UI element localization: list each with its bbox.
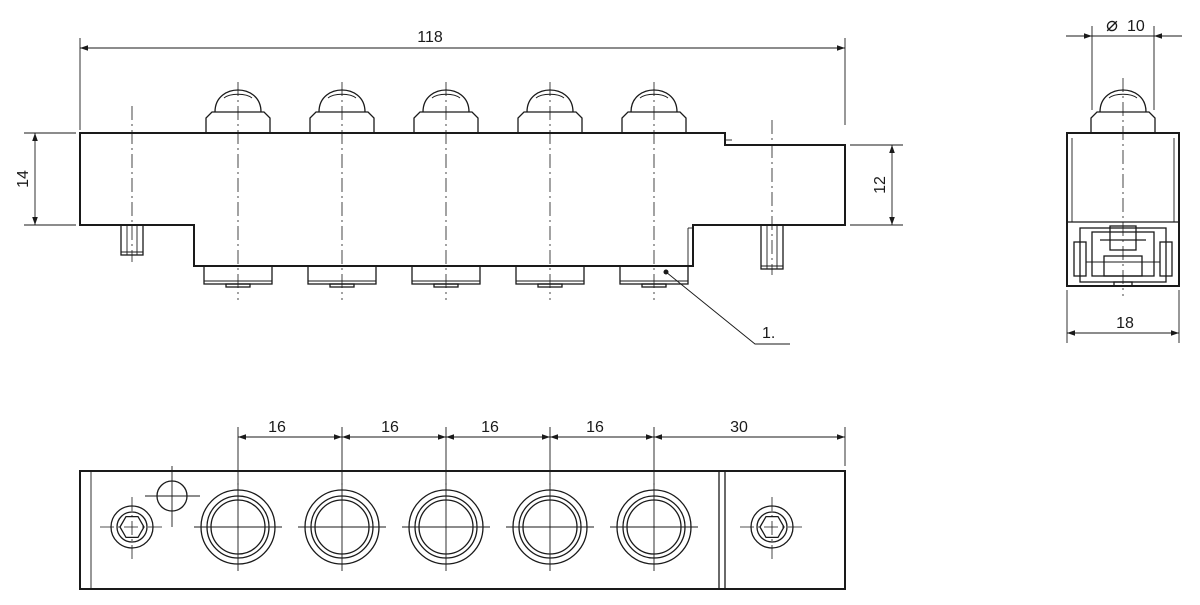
dim-pitch-4: 16 xyxy=(586,419,604,436)
plunger-top xyxy=(193,482,283,572)
dim-right-height: 12 xyxy=(872,176,889,194)
dim-pitch-1: 16 xyxy=(268,419,286,436)
top-body-outline xyxy=(79,470,846,590)
dim-side-width: 18 xyxy=(1116,315,1134,332)
plunger-top xyxy=(297,482,387,572)
plunger-top xyxy=(609,482,699,572)
dim-pitch-3: 16 xyxy=(481,419,499,436)
plunger-top xyxy=(401,482,491,572)
dim-total-length: 118 xyxy=(417,29,443,46)
callout-label: 1. xyxy=(762,325,775,342)
dim-end-offset: 30 xyxy=(730,419,748,436)
dim-ball-diameter: 10 xyxy=(1127,18,1145,35)
top-view: 16 16 16 16 30 xyxy=(79,419,846,590)
front-view: 1. 118 14 12 xyxy=(15,29,903,345)
dim-left-height: 14 xyxy=(15,170,32,188)
diameter-symbol: ⌀ xyxy=(1106,14,1118,36)
plunger-top xyxy=(505,482,595,572)
dim-pitch-2: 16 xyxy=(381,419,399,436)
side-view: ⌀ 10 18 xyxy=(1066,14,1182,343)
body-outline xyxy=(79,132,846,267)
